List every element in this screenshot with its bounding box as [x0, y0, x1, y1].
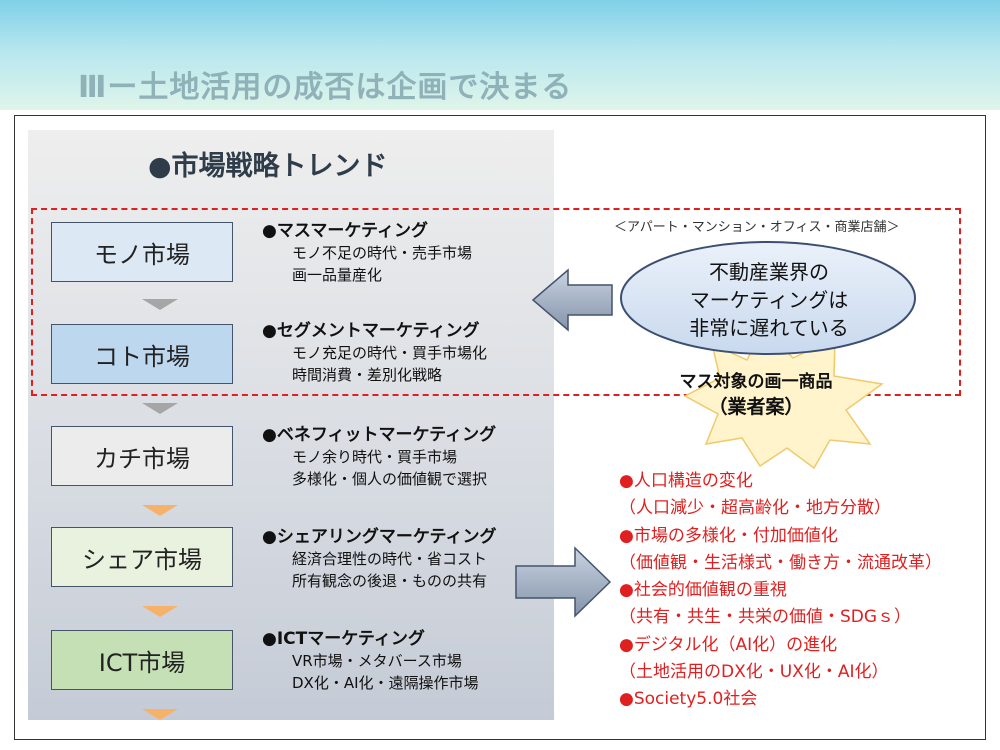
trend-item: ●Society5.0社会: [619, 689, 758, 710]
strategy-ict: ●ICTマーケティング VR市場・メタバース市場 DX化・AI化・遠隔操作市場: [262, 628, 479, 694]
strategy-heading: ●ICTマーケティング: [262, 629, 425, 649]
down-arrow-icon: [142, 505, 178, 516]
trend-item: （価値観・生活様式・働き方・流通改革）: [619, 552, 942, 573]
trend-item: ●人口構造の変化: [619, 471, 753, 491]
strategy-line: VR市場・メタバース市場: [292, 652, 462, 670]
trend-item: ●市場の多様化・付加価値化: [619, 525, 838, 546]
trend-item: （土地活用のDX化・UX化・AI化）: [619, 662, 889, 683]
bubble-line: マーケティングは: [689, 288, 849, 312]
panel-title: ●市場戦略トレンド: [148, 151, 388, 182]
market-box-kachi: カチ市場: [51, 426, 233, 486]
down-arrow-icon: [142, 709, 178, 720]
trend-item: （共有・共生・共栄の価値・SDGｓ）: [619, 607, 912, 628]
strategy-heading: ●セグメントマーケティング: [262, 321, 480, 341]
property-types-note: ＜アパート・マンション・オフィス・商業店舗＞: [614, 220, 900, 235]
header-banner: Ⅲー土地活用の成否は企画で決まる: [0, 0, 1000, 110]
burst-text: マス対象の画一商品 （業者案）: [620, 370, 892, 420]
market-label: コト市場: [94, 342, 190, 371]
strategy-heading: ●マスマーケティング: [262, 221, 428, 241]
strategy-mass: ●マスマーケティング モノ不足の時代・売手市場 画一品量産化: [262, 220, 472, 286]
bubble-text: 不動産業界の マーケティングは 非常に遅れている: [633, 258, 905, 342]
market-label: カチ市場: [94, 444, 190, 473]
market-label: ICT市場: [98, 648, 186, 677]
strategy-line: 多様化・個人の価値観で選択: [292, 470, 488, 488]
starburst-shape: [683, 326, 884, 470]
trend-item: ●デジタル化（AI化）の進化: [619, 634, 838, 655]
bubble-line: 不動産業界の: [709, 260, 829, 284]
speech-bubble-shape: [620, 241, 916, 355]
strategy-line: 経済合理性の時代・省コスト: [292, 550, 488, 568]
strategy-sharing: ●シェアリングマーケティング 経済合理性の時代・省コスト 所有観念の後退・ものの…: [262, 526, 496, 592]
market-box-share: シェア市場: [51, 527, 233, 587]
trend-list: ●人口構造の変化 （人口減少・超高齢化・地方分散） ●市場の多様化・付加価値化 …: [619, 468, 942, 714]
trend-item: （人口減少・超高齢化・地方分散）: [619, 498, 891, 519]
market-box-koto: コト市場: [51, 324, 233, 384]
strategy-segment: ●セグメントマーケティング モノ充足の時代・買手市場化 時間消費・差別化戦略: [262, 320, 487, 386]
strategy-line: モノ不足の時代・売手市場: [292, 244, 473, 262]
bubble-line: 非常に遅れている: [689, 316, 849, 340]
strategy-heading: ●ベネフィットマーケティング: [262, 425, 497, 445]
right-arrow-icon: [515, 546, 612, 618]
market-box-mono: モノ市場: [51, 222, 233, 282]
strategy-heading: ●シェアリングマーケティング: [262, 527, 497, 547]
burst-line: マス対象の画一商品: [679, 372, 833, 392]
down-arrow-icon: [142, 606, 178, 617]
left-arrow-icon: [531, 268, 613, 332]
down-arrow-icon: [142, 299, 178, 310]
burst-line: （業者案）: [708, 396, 804, 418]
strategy-line: 画一品量産化: [292, 266, 383, 284]
strategy-benefit: ●ベネフィットマーケティング モノ余り時代・買手市場 多様化・個人の価値観で選択: [262, 424, 496, 490]
market-label: モノ市場: [94, 240, 190, 269]
strategy-line: 所有観念の後退・ものの共有: [292, 572, 488, 590]
strategy-line: モノ充足の時代・買手市場化: [292, 344, 488, 362]
down-arrow-icon: [142, 403, 178, 414]
strategy-line: DX化・AI化・遠隔操作市場: [292, 674, 479, 692]
market-label: シェア市場: [82, 545, 202, 574]
strategy-line: 時間消費・差別化戦略: [292, 366, 443, 384]
strategy-line: モノ余り時代・買手市場: [292, 448, 458, 466]
page-title: Ⅲー土地活用の成否は企画で決まる: [78, 70, 573, 105]
market-box-ict: ICT市場: [51, 630, 233, 690]
mass-marketing-highlight: [31, 208, 961, 396]
trend-item: ●社会的価値観の重視: [619, 580, 787, 601]
